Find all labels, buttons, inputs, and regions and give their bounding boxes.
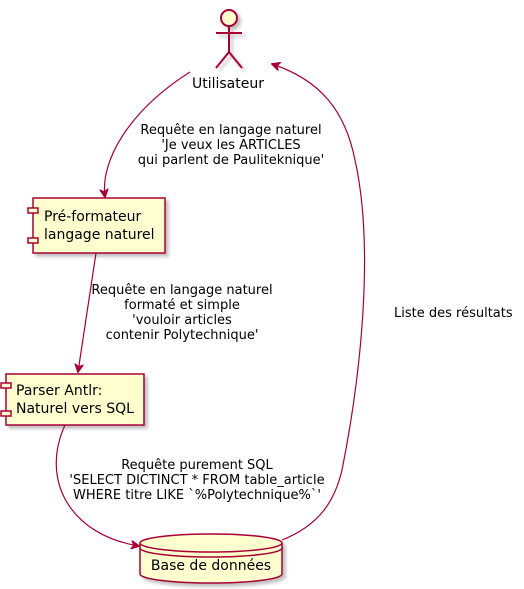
edge-arrow	[55, 424, 139, 546]
component-label-line2: Naturel vers SQL	[16, 401, 134, 417]
edge-parser-to-database: Requête purement SQL 'SELECT DICTINCT * …	[55, 424, 325, 546]
edge-label-line1: Liste des résultats	[394, 306, 513, 321]
edge-arrow	[104, 71, 191, 197]
edge-label-line2: 'Je veux les ARTICLES	[161, 138, 300, 153]
component-box	[5, 373, 145, 426]
component-label-line1: Parser Antlr:	[16, 383, 102, 399]
edge-label-line2: 'SELECT DICTINCT * FROM table_article	[69, 473, 324, 488]
edge-label-line1: Requête en langage naturel	[91, 283, 272, 298]
edge-label-line3: qui parlent de Pauliteknique'	[138, 153, 324, 168]
component-parser: Parser Antlr: Naturel vers SQL	[0, 373, 145, 426]
component-preformateur: Pré-formateur langage naturel	[27, 197, 166, 254]
actor-utilisateur: Utilisateur	[192, 9, 264, 92]
edge-user-to-preformateur: Requête en langage naturel 'Je veux les …	[104, 71, 324, 197]
component-box	[32, 197, 166, 254]
edge-arrow	[78, 252, 97, 372]
edge-database-to-user: Liste des résultats	[272, 64, 513, 541]
component-label-line2: langage naturel	[44, 227, 155, 243]
component-icon	[27, 207, 39, 244]
stick-figure-actor-icon	[215, 9, 243, 69]
database-base-de-donnees: Base de données	[139, 533, 283, 584]
edge-label-line1: Requête en langage naturel	[140, 123, 321, 138]
edge-label-line2: formaté et simple	[124, 298, 240, 313]
edge-label-line1: Requête purement SQL	[121, 458, 273, 473]
actor-label: Utilisateur	[192, 76, 264, 92]
edge-arrow	[272, 64, 366, 541]
component-icon	[0, 382, 12, 417]
edge-label-line3: 'vouloir articles	[132, 313, 232, 328]
edge-preformateur-to-parser: Requête en langage naturel formaté et si…	[78, 252, 273, 372]
database-cylinder-icon	[139, 533, 283, 584]
database-label: Base de données	[151, 558, 271, 574]
edge-label-line3: WHERE titre LIKE `%Polytechnique%`'	[73, 488, 321, 503]
component-label-line1: Pré-formateur	[44, 209, 142, 225]
edge-label-line4: contenir Polytechnique'	[106, 328, 259, 343]
